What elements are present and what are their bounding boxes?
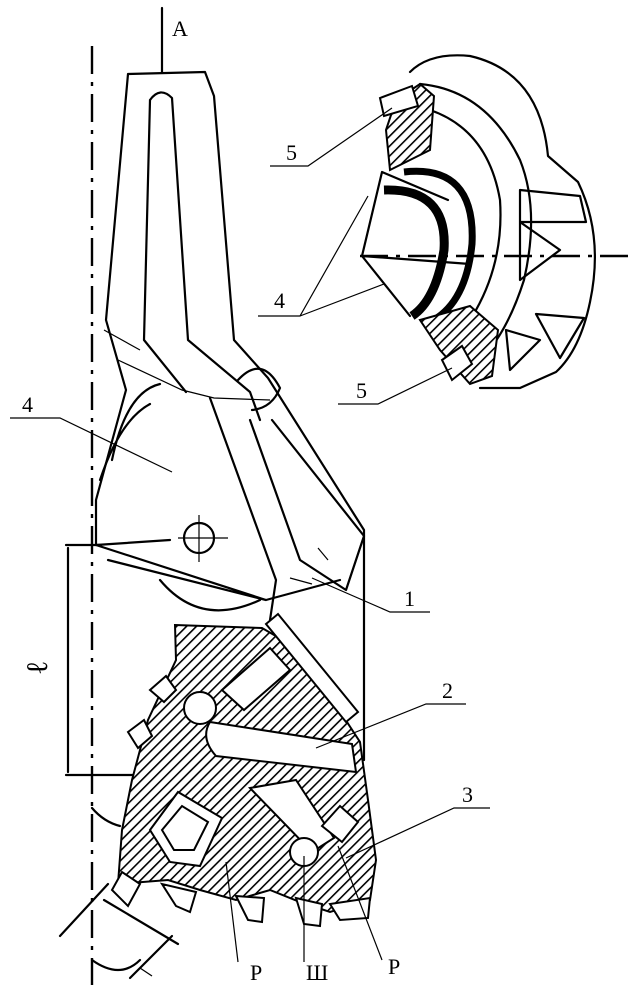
leader-4-main xyxy=(10,417,173,473)
leader-p-right xyxy=(337,845,383,961)
arm-bulge xyxy=(158,578,262,612)
leader-3 xyxy=(345,807,490,859)
leader-5-bottom xyxy=(338,367,453,405)
leader-4-detail xyxy=(258,195,385,317)
shaft-part-2 xyxy=(205,720,358,774)
roller-right xyxy=(320,804,360,844)
arm-shoulder xyxy=(236,367,282,412)
arm-lug xyxy=(98,382,162,482)
leader-1 xyxy=(311,577,430,613)
label-p-left: Р xyxy=(250,960,262,985)
label-sh: Ш xyxy=(306,960,328,985)
label-part-3: 3 xyxy=(462,782,473,807)
detail-thick-arc-2 xyxy=(403,167,476,326)
main-view: A 4 1 2 3 ℓ Р Ш Р xyxy=(10,6,490,985)
label-part-1: 1 xyxy=(404,586,415,611)
arm-inner-lines xyxy=(103,329,271,401)
detail-housing xyxy=(408,54,596,390)
upper-right-bar xyxy=(264,612,360,724)
arm-lower-wedge xyxy=(94,538,342,602)
label-part-5-top: 5 xyxy=(286,140,297,165)
label-dim-l: ℓ xyxy=(21,661,54,675)
cone-teeth-bottom xyxy=(159,882,372,928)
leader-5-top xyxy=(270,107,393,167)
center-target-icon xyxy=(178,515,228,562)
label-part-4-detail: 4 xyxy=(274,288,285,313)
ball-left xyxy=(183,691,217,725)
arm-groove xyxy=(142,91,262,422)
label-part-5-bottom: 5 xyxy=(356,378,367,403)
detail-lattice xyxy=(504,188,588,372)
detail-hatch-bottom xyxy=(418,304,500,386)
square-insert-inner xyxy=(160,804,210,851)
label-axis-a: A xyxy=(172,16,188,41)
arm-small-marks xyxy=(289,547,329,585)
bottom-dimension xyxy=(58,882,180,980)
label-p-right: Р xyxy=(388,954,400,979)
detail-housing-ring xyxy=(428,108,502,312)
detail-thick-arc-1 xyxy=(383,185,449,320)
pin-5-bottom xyxy=(440,344,474,382)
leader-p-left xyxy=(225,861,239,963)
detail-view: 5 4 5 xyxy=(258,54,630,405)
arm-body xyxy=(94,70,366,762)
arm-diagonal xyxy=(208,396,366,622)
cone-arc xyxy=(90,806,142,972)
dimension-l xyxy=(64,543,138,777)
detail-housing-inner xyxy=(418,82,533,358)
label-part-4-main: 4 xyxy=(22,392,33,417)
leader-2 xyxy=(315,703,466,749)
upper-pin xyxy=(220,646,292,712)
pin-5-top xyxy=(378,84,420,118)
label-part-2: 2 xyxy=(442,678,453,703)
detail-wedge xyxy=(360,170,472,318)
inner-channel xyxy=(247,778,336,854)
cone-teeth-left xyxy=(110,674,178,908)
